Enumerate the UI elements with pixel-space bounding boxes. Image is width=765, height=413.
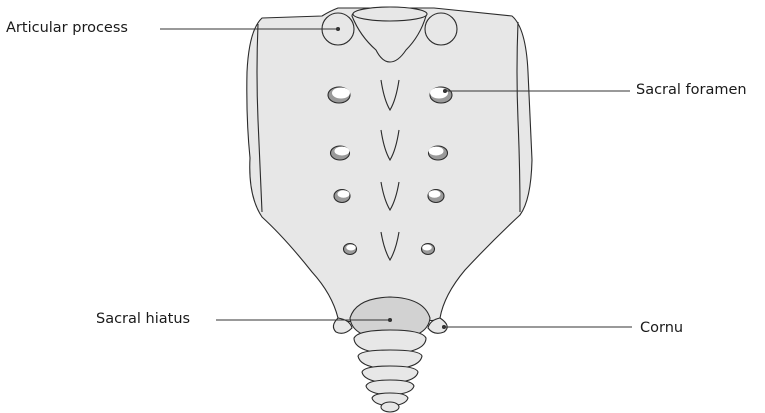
right-articular-process bbox=[425, 13, 457, 45]
foramen-left-4 bbox=[344, 244, 357, 255]
foramen-right-4 bbox=[422, 244, 435, 255]
label-sacral-hiatus: Sacral hiatus bbox=[96, 312, 190, 327]
label-cornu: Cornu bbox=[640, 321, 683, 336]
foramen-left-1 bbox=[328, 87, 350, 103]
foramen-right-2 bbox=[429, 146, 448, 160]
label-articular-process: Articular process bbox=[6, 21, 128, 36]
foramen-right-1 bbox=[430, 87, 452, 103]
foramen-left-3 bbox=[334, 190, 350, 203]
label-sacral-foramen: Sacral foramen bbox=[636, 83, 747, 98]
foramen-left-2 bbox=[331, 146, 350, 160]
coccyx-tip bbox=[381, 402, 399, 412]
promontory-top bbox=[353, 7, 427, 21]
foramen-right-3 bbox=[428, 190, 444, 203]
